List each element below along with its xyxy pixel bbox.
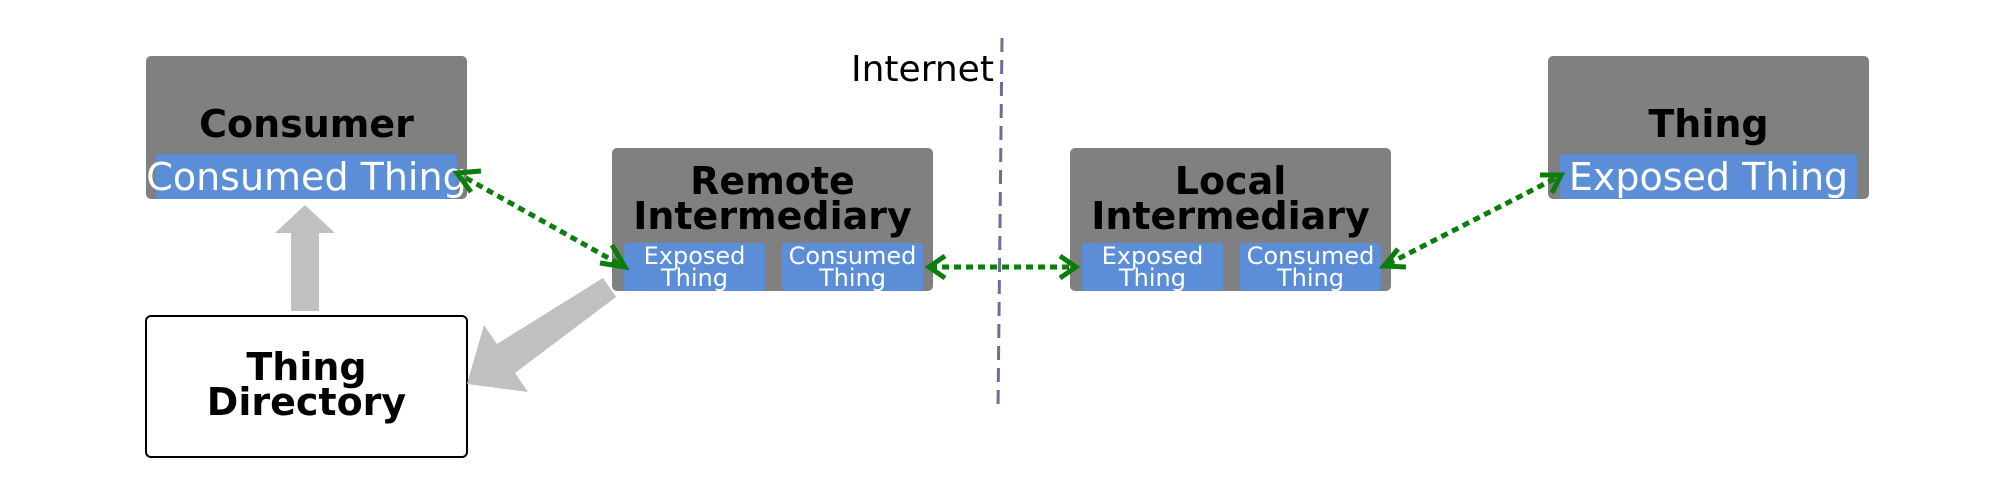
internet-label: Internet xyxy=(851,49,994,90)
local-consumed-thing-line2: Thing xyxy=(1277,264,1344,292)
remote-intermediary-title-line2: Intermediary xyxy=(633,194,912,238)
remote-consumed-thing-line1: Consumed xyxy=(788,242,917,270)
local-consumed-thing-block: Consumed Thing xyxy=(1240,243,1381,291)
local-intermediary-box: Local Intermediary Exposed Thing Consume… xyxy=(1070,148,1391,291)
remote-local-link xyxy=(924,253,1081,281)
consumer-box: Consumer Consumed Thing xyxy=(146,56,467,199)
remote-to-directory-arrow xyxy=(467,278,616,392)
remote-intermediary-box: Remote Intermediary Exposed Thing Consum… xyxy=(612,148,933,291)
directory-to-consumer-arrow xyxy=(275,205,335,311)
local-consumed-thing-line1: Consumed xyxy=(1246,242,1375,270)
thing-box: Thing Exposed Thing xyxy=(1548,56,1869,199)
local-exposed-thing-block: Exposed Thing xyxy=(1082,243,1223,291)
consumed-thing-block: Consumed Thing xyxy=(146,154,467,199)
remote-exposed-thing-line1: Exposed xyxy=(643,242,746,270)
local-thing-link xyxy=(1378,172,1566,270)
internet-divider xyxy=(996,37,1004,411)
remote-exposed-thing-block: Exposed Thing xyxy=(624,243,765,291)
remote-intermediary-title-line1: Remote xyxy=(690,159,855,203)
local-intermediary-title-line2: Intermediary xyxy=(1091,194,1370,238)
consumer-title: Consumer xyxy=(199,102,414,146)
remote-exposed-thing-line2: Thing xyxy=(661,264,728,292)
exposed-thing-block: Exposed Thing xyxy=(1560,154,1857,199)
consumer-remote-link xyxy=(452,168,630,271)
remote-consumed-thing-block: Consumed Thing xyxy=(782,243,923,291)
local-exposed-thing-line2: Thing xyxy=(1119,264,1186,292)
remote-consumed-thing-line2: Thing xyxy=(819,264,886,292)
local-exposed-thing-line1: Exposed xyxy=(1101,242,1204,270)
thing-directory-title-line2: Directory xyxy=(206,380,407,424)
local-intermediary-title-line1: Local xyxy=(1174,159,1287,203)
thing-title: Thing xyxy=(1648,102,1769,146)
thing-directory-title-line1: Thing xyxy=(246,345,367,389)
thing-directory-box: Thing Directory xyxy=(145,315,468,458)
